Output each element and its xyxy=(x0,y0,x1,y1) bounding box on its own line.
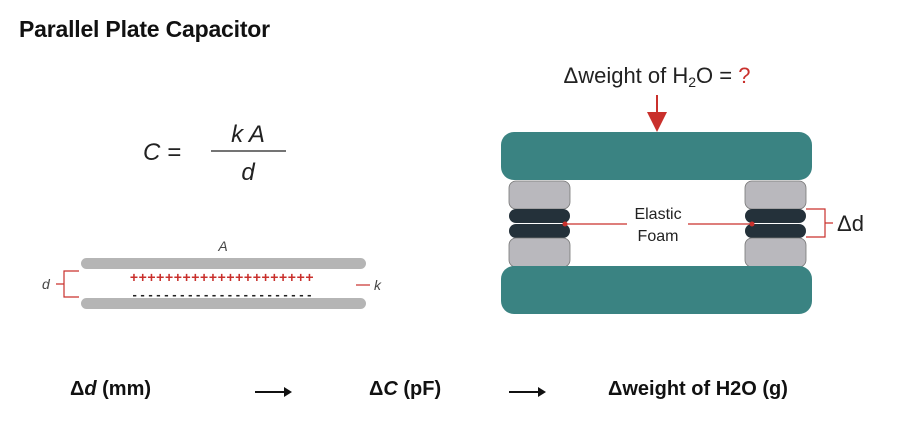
distance-label: d xyxy=(42,276,51,292)
top-teal-plate xyxy=(501,132,812,180)
area-label: A xyxy=(217,238,227,254)
foam-dot-right xyxy=(749,221,755,227)
dielectric-label: k xyxy=(374,277,382,293)
delta-d-bracket xyxy=(806,208,833,238)
flow-step-delta-c: ΔC (pF) xyxy=(369,378,442,400)
formula-lhs: C = xyxy=(143,139,181,166)
flow-step-delta-weight: Δweight of H2O (g) xyxy=(608,378,788,400)
small-capacitor: A +++++++++++++++++++++ - - - - - - - - … xyxy=(42,238,382,309)
left-foam-stack xyxy=(508,180,571,268)
capacitance-formula: C = k A d xyxy=(143,121,286,186)
weight-question: Δweight of H2O = ? xyxy=(564,63,751,90)
flow-arrows xyxy=(255,387,546,397)
bottom-plate xyxy=(81,298,366,309)
bottom-teal-plate xyxy=(501,266,812,314)
page-title: Parallel Plate Capacitor xyxy=(19,16,270,42)
formula-denominator: d xyxy=(241,159,255,186)
foam-dot-left xyxy=(562,221,568,227)
flow-step-delta-d: Δd (mm) xyxy=(70,378,152,400)
distance-bracket xyxy=(56,270,79,298)
foam-label-line1: Elastic xyxy=(634,206,681,223)
top-plate xyxy=(81,258,366,269)
right-foam-stack xyxy=(744,180,807,268)
positive-charges: +++++++++++++++++++++ xyxy=(130,269,314,285)
foam-label-line2: Foam xyxy=(638,228,679,245)
delta-d-label: Δd xyxy=(837,211,864,236)
formula-numerator: k A xyxy=(231,121,265,148)
sensor-device: Δweight of H2O = ? Elastic Foam xyxy=(501,63,864,314)
